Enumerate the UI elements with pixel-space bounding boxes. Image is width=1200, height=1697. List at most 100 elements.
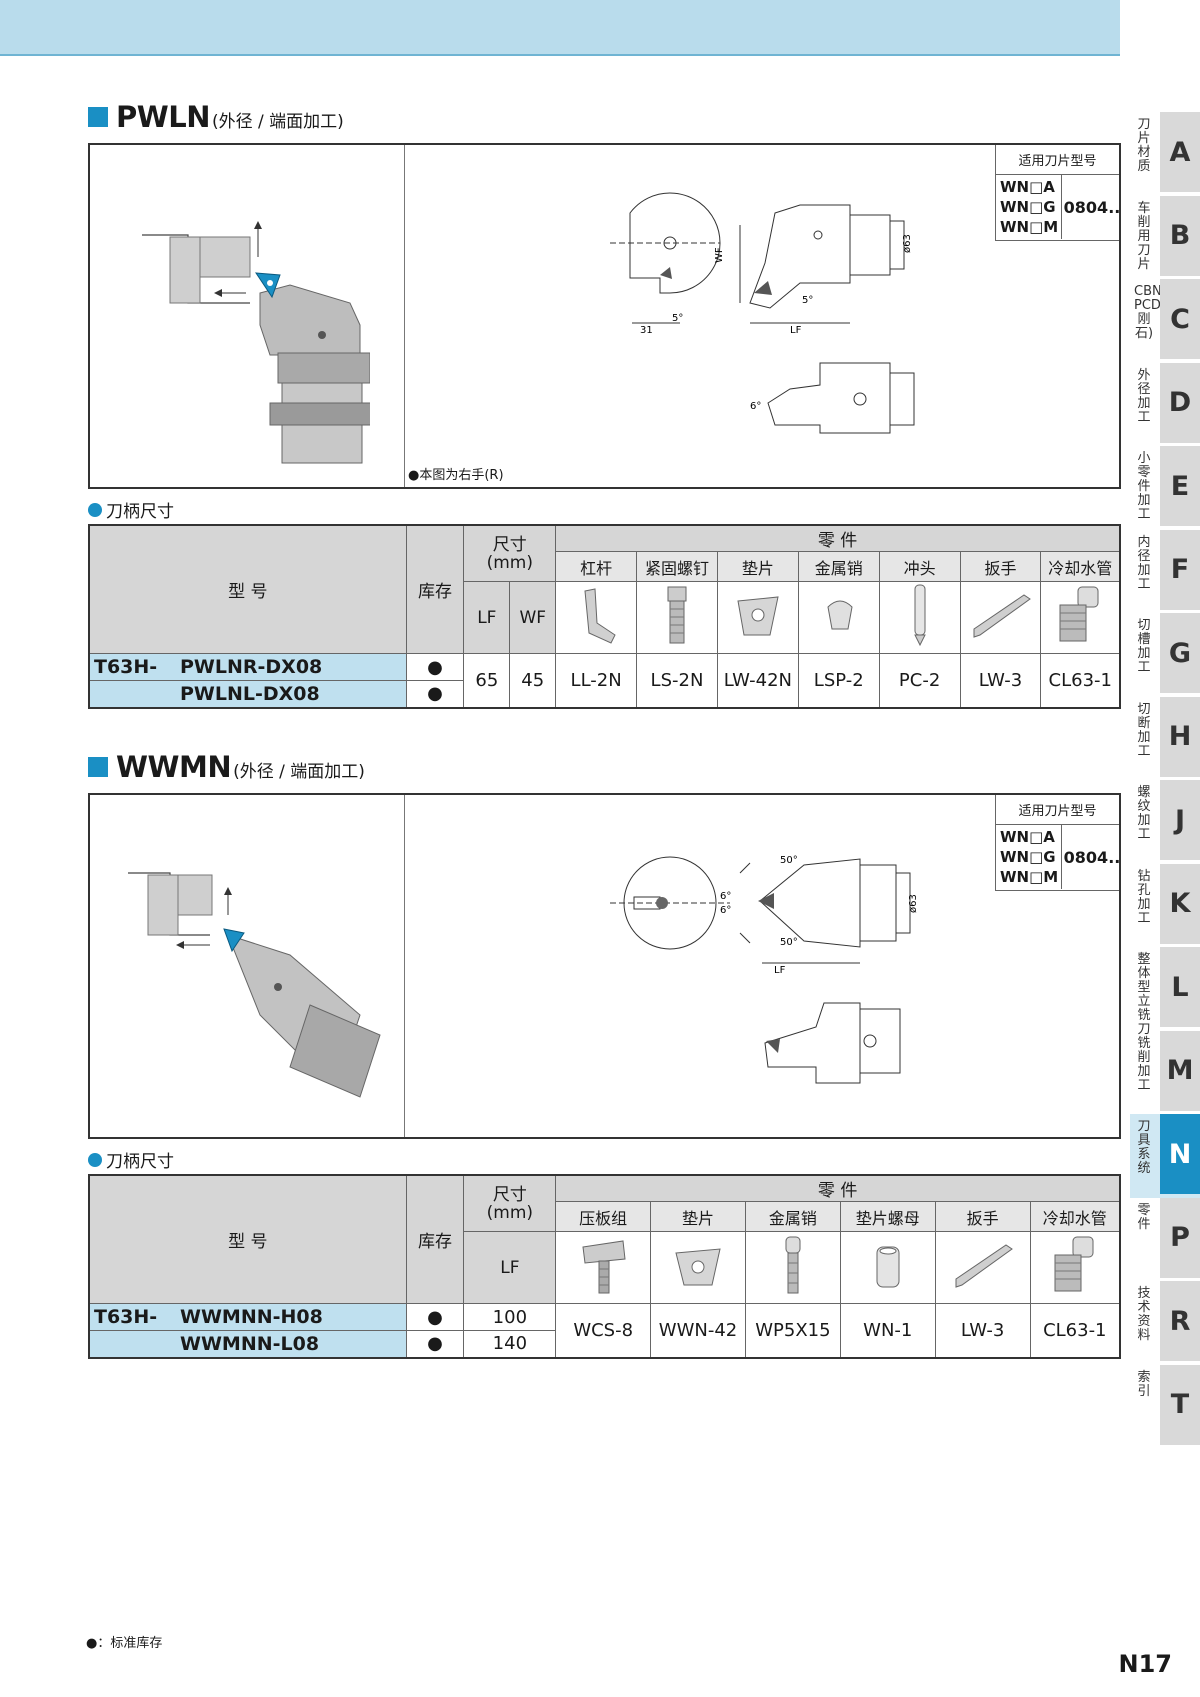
insert-code: WN□M: [1000, 218, 1059, 236]
sidebar-tab-letter[interactable]: N: [1160, 1114, 1200, 1194]
sidebar-tab-f[interactable]: 内径加工 F: [1130, 529, 1200, 614]
sidebar-tab-c[interactable]: CBN PCD(金刚石)C: [1130, 279, 1200, 363]
part-value: WWN-42: [650, 1303, 746, 1358]
stock-dot: ●: [405, 680, 465, 708]
shank-size-subheader: 刀柄尺寸: [88, 497, 174, 522]
angle-50-label: 50°: [780, 855, 798, 866]
sidebar-tab-letter[interactable]: R: [1160, 1281, 1200, 1361]
part-value: CL63-1: [1029, 1303, 1121, 1358]
model-row: T63H-PWLNR-DX08: [88, 653, 407, 681]
angle-6-label: 6°: [720, 891, 731, 902]
sidebar-tab-letter[interactable]: T: [1160, 1364, 1200, 1445]
sidebar-tab-letter[interactable]: L: [1160, 947, 1200, 1027]
dim-lf-header: LF: [463, 581, 511, 654]
sidebar-tab-letter[interactable]: J: [1160, 780, 1200, 860]
insert-box-header: 适用刀片型号: [996, 145, 1119, 175]
model-row: PWLNL-DX08: [88, 680, 407, 708]
part-name-shim-nut: 垫片螺母: [839, 1201, 936, 1232]
insert-type-box: 适用刀片型号 WN□A WN□G WN□M 0804..: [995, 795, 1121, 891]
col-dim-header: 尺寸 (mm): [463, 524, 557, 582]
sidebar-tab-t[interactable]: 索引 T: [1130, 1364, 1200, 1449]
sidebar-tab-label: 铣削加工: [1137, 1035, 1151, 1093]
pin-icon: [744, 1231, 841, 1304]
sidebar-tab-m[interactable]: 铣削加工 M: [1130, 1030, 1200, 1115]
sidebar-tab-label: 整体型立铣刀: [1137, 952, 1151, 1037]
sidebar-tab-letter[interactable]: D: [1160, 362, 1200, 443]
part-name-coolant: 冷却水管: [1040, 551, 1121, 582]
shim-icon: [650, 1231, 746, 1304]
sidebar-tab-label: 小零件加工: [1137, 451, 1151, 522]
pwln-technical-drawing: WF LF ø63 31 5° 5° 6°: [610, 192, 915, 434]
shim-nut-icon: [839, 1231, 936, 1304]
stock-dot: ●: [405, 1303, 465, 1331]
sidebar-tab-letter[interactable]: H: [1160, 696, 1200, 777]
sidebar-tab-letter[interactable]: K: [1160, 863, 1200, 944]
punch-icon: [878, 581, 961, 654]
model-row: T63H-WWMNN-H08: [88, 1303, 407, 1331]
angle-5-label: 5°: [672, 313, 683, 324]
sidebar-tab-letter[interactable]: B: [1160, 195, 1200, 276]
model-name: PWLNR-DX08: [180, 656, 323, 678]
part-value: LL-2N: [555, 653, 638, 708]
sidebar-tab-label: 钻孔加工: [1137, 868, 1151, 926]
angle-50b-label: 50°: [780, 937, 798, 948]
stock-legend-footnote: ●：标准库存: [86, 1636, 163, 1651]
model-name: PWLNL-DX08: [180, 682, 320, 705]
wwmn-technical-drawing: LF ø63 50° 50° 6° 6°: [610, 855, 919, 1084]
sidebar-tab-label: 内径加工: [1137, 534, 1151, 592]
stock-dot: ●: [405, 1330, 465, 1358]
part-name-punch: 冲头: [878, 551, 961, 582]
insert-code: WN□G: [1000, 198, 1056, 216]
coolant-pipe-icon: [1040, 581, 1121, 654]
section-title-pwln: PWLN (外径 / 端面加工): [88, 100, 344, 134]
part-name-shim: 垫片: [650, 1201, 746, 1232]
section-title-text: PWLN: [116, 100, 211, 134]
part-name-wrench: 扳手: [934, 1201, 1031, 1232]
angle-6b-label: 6°: [720, 905, 731, 916]
section-marker-icon: [88, 757, 108, 777]
wrench-icon: [959, 581, 1042, 654]
sidebar-tab-letter[interactable]: E: [1160, 446, 1200, 526]
section-subtitle: (外径 / 端面加工): [233, 762, 365, 782]
part-name-pin: 金属销: [797, 551, 880, 582]
section-title-text: WWMN: [116, 750, 232, 784]
insert-code: WN□A: [1000, 828, 1055, 846]
insert-type-box: 适用刀片型号 WN□A WN□G WN□M 0804..: [995, 145, 1120, 241]
sidebar-tab-k[interactable]: 钻孔加工 K: [1130, 863, 1200, 948]
dim-lf-header: LF: [463, 1231, 557, 1304]
shim-icon: [716, 581, 799, 654]
lf-value: 100: [463, 1303, 557, 1331]
sidebar-tab-label: 索引: [1137, 1369, 1151, 1399]
sidebar-tab-letter[interactable]: F: [1160, 529, 1200, 610]
sidebar-tab-letter[interactable]: C: [1160, 279, 1200, 359]
sidebar-tab-l[interactable]: 整体型立铣刀 L: [1130, 947, 1200, 1037]
dim-wf-header: WF: [509, 581, 557, 654]
angle-5b-label: 5°: [802, 295, 813, 306]
dim-diameter-label: ø63: [908, 894, 919, 913]
col-parts-header: 零 件: [555, 524, 1121, 552]
part-name-wrench: 扳手: [959, 551, 1042, 582]
section-marker-icon: [88, 107, 108, 127]
insert-size: 0804..: [1063, 847, 1121, 867]
sidebar-tab-letter[interactable]: P: [1160, 1197, 1200, 1278]
sidebar-tab-letter[interactable]: G: [1160, 613, 1200, 693]
dim-wf-label: WF: [714, 247, 725, 263]
stock-dot: ●: [405, 653, 465, 681]
pwln-figure-box: WF LF ø63 31 5° 5° 6° ●本图为右手(R) 适用刀片型号 W…: [88, 143, 1121, 489]
col-parts-header: 零 件: [555, 1174, 1121, 1202]
sidebar-tab-letter[interactable]: A: [1160, 112, 1200, 192]
sidebar-tab-e[interactable]: 小零件加工 E: [1130, 446, 1200, 530]
section-title-wwmn: WWMN (外径 / 端面加工): [88, 750, 365, 784]
pwln-holder-photo: [142, 221, 370, 464]
sidebar-tab-letter[interactable]: M: [1160, 1030, 1200, 1111]
